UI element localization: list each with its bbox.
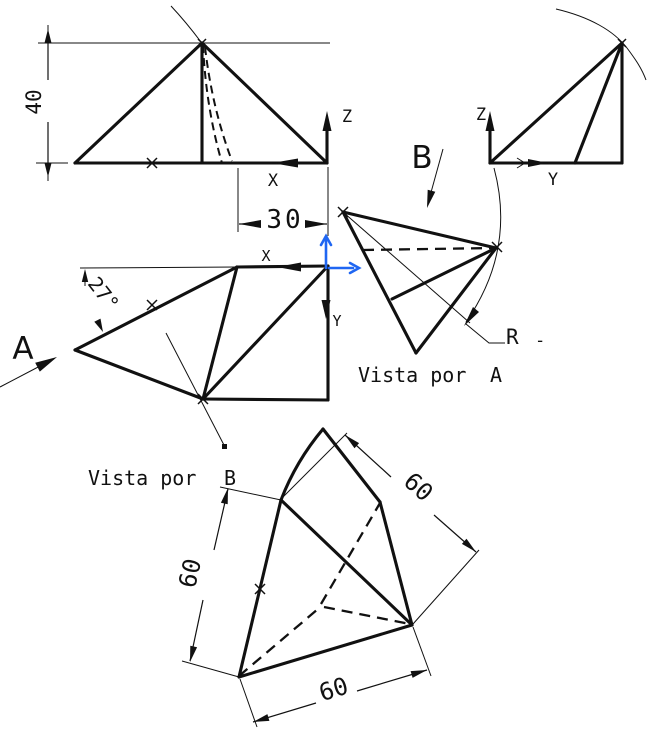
dimension-40: 40 — [22, 25, 68, 181]
radius-label: R — [506, 325, 519, 349]
direction-b-label: B — [411, 140, 432, 176]
dim-top-angle: 27° — [83, 272, 124, 315]
dimension-iso-bottom-60: 60 — [239, 626, 432, 728]
dim-front-offset: 30 — [266, 205, 303, 235]
side-z-arrow — [485, 111, 495, 131]
leader-endpoint — [222, 444, 227, 449]
blue-axes — [319, 233, 362, 275]
dimension-iso-left-60: 60 — [173, 486, 282, 678]
direction-a-label: A — [12, 331, 33, 367]
dim-iso-bottom: 60 — [316, 672, 352, 707]
front-z-arrow — [322, 111, 332, 131]
front-x-arrow — [272, 158, 298, 168]
dim-iso-left: 60 — [173, 556, 207, 590]
pictorial-view: 60 60 60 — [173, 427, 480, 728]
view-a-caption-letter: A — [490, 363, 502, 387]
direction-a-arrow — [35, 357, 57, 372]
view-b-caption-letter: B — [224, 466, 236, 490]
top-y-axis-label: Y — [332, 312, 341, 330]
dim-front-height: 40 — [22, 89, 46, 114]
radius-tail-mark: - — [535, 331, 545, 351]
view-b-caption: Vista por — [88, 466, 196, 490]
view-from-a: Vista por A — [337, 206, 503, 387]
top-x-axis-label: X — [261, 247, 270, 265]
dim-iso-right: 60 — [398, 467, 438, 507]
direction-b: B — [411, 140, 444, 208]
top-x-arrow — [277, 262, 301, 272]
front-z-axis-label: Z — [342, 107, 352, 127]
direction-a: A — [0, 331, 57, 388]
front-x-axis-label: X — [268, 171, 279, 191]
dimension-27deg: 27° — [79, 266, 238, 332]
view-a-caption: Vista por — [358, 363, 466, 387]
dimension-30: 30 — [237, 167, 329, 236]
side-y-arrow — [528, 159, 548, 167]
side-view: Z Y — [476, 8, 647, 190]
side-y-axis-label: Y — [548, 170, 558, 190]
top-y-arrow — [321, 300, 331, 319]
direction-b-arrow — [427, 189, 436, 208]
side-z-axis-label: Z — [476, 105, 486, 125]
front-view: X Z 40 30 — [22, 5, 352, 236]
top-view: 27° X Y Vista por B — [73, 233, 362, 490]
radius-arc: R - — [464, 167, 545, 351]
